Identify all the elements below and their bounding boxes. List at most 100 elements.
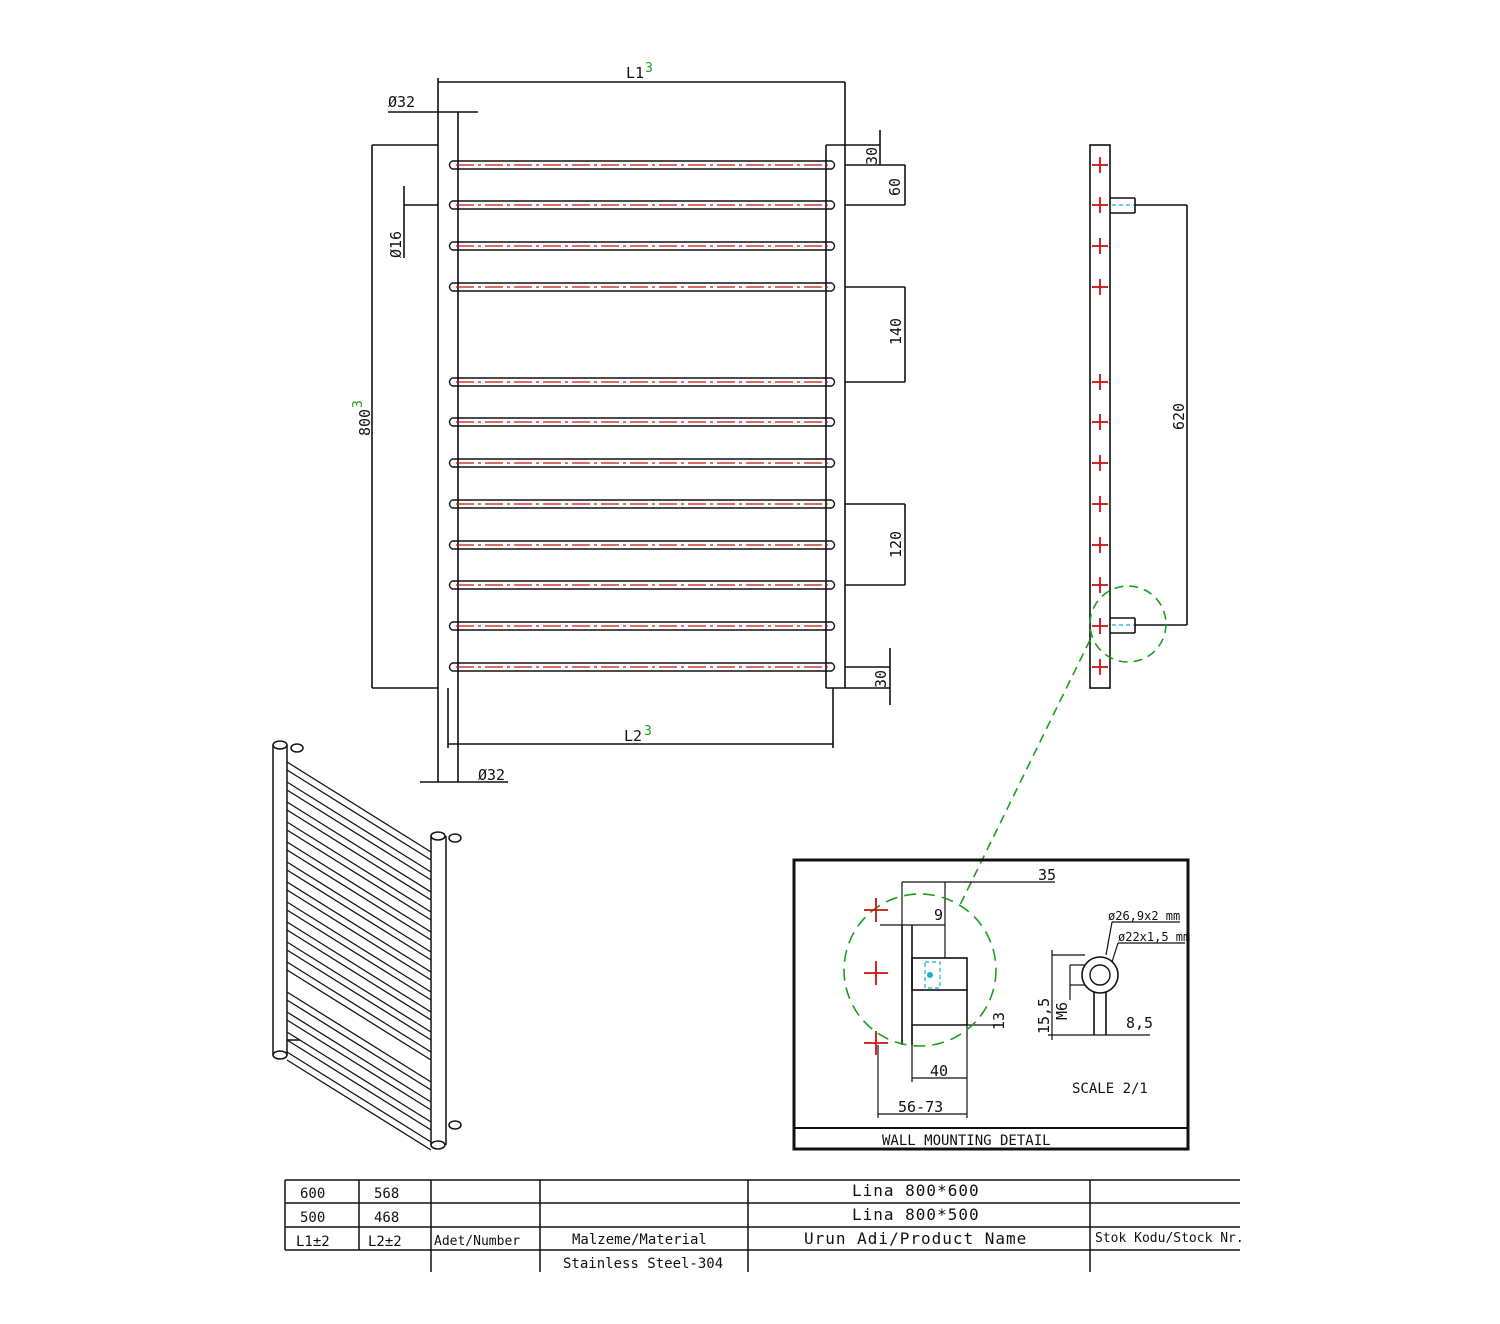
detail-dim-40: 40 xyxy=(930,1062,948,1080)
bar-center-mark xyxy=(1092,414,1108,430)
isometric-bar xyxy=(286,901,432,1001)
height-label: 800 xyxy=(356,409,374,436)
heating-bar xyxy=(448,662,836,672)
isometric-bar xyxy=(286,761,432,861)
material-value: Stainless Steel-304 xyxy=(563,1256,723,1272)
detail-labels: 35 9 13 40 56-73 15,5 M6 8,5 ø26,9x2 mm … xyxy=(882,866,1190,1149)
isometric-bar xyxy=(286,821,432,921)
heating-bar xyxy=(448,499,836,509)
detail-dim-13: 13 xyxy=(990,1012,1008,1030)
isometric-bar xyxy=(286,1031,432,1131)
isometric-bar xyxy=(286,801,432,901)
bar-diameter: Ø16 xyxy=(387,231,405,258)
detail-scale: SCALE 2/1 xyxy=(1072,1081,1148,1097)
gap-large: 140 xyxy=(887,318,905,345)
isometric-bar xyxy=(286,941,432,1041)
isometric-bar xyxy=(286,781,432,881)
detail-dim-m6: M6 xyxy=(1053,1002,1071,1020)
detail-title: WALL MOUNTING DETAIL xyxy=(882,1133,1051,1149)
detail-dim-8-5: 8,5 xyxy=(1126,1014,1153,1032)
bar-center-mark xyxy=(1092,455,1108,471)
isometric-bar xyxy=(286,961,432,1061)
bar-center-mark xyxy=(1092,659,1108,675)
heating-bar xyxy=(448,241,836,251)
bar-center-mark xyxy=(1092,618,1108,634)
detail-leader-line xyxy=(959,639,1091,906)
detail-callout xyxy=(959,585,1167,906)
detail-dim-15-5: 15,5 xyxy=(1035,998,1053,1034)
row2-product: Lina 800*500 xyxy=(852,1205,980,1224)
isometric-bar xyxy=(286,861,432,961)
detail-box xyxy=(792,858,1190,1151)
l1-label: L1 xyxy=(626,64,644,82)
isometric-bars xyxy=(286,761,432,1151)
detail-frame xyxy=(792,858,1190,1151)
bar-center-mark xyxy=(1092,537,1108,553)
isometric-bar xyxy=(286,1011,432,1111)
detail-pipe-inner: ø22x1,5 mm xyxy=(1118,930,1190,944)
side-pipe xyxy=(1089,144,1111,689)
header-number: Adet/Number xyxy=(434,1234,520,1249)
top-offset: 30 xyxy=(863,147,881,165)
heating-bar xyxy=(448,282,836,292)
heating-bar xyxy=(448,417,836,427)
isometric-view xyxy=(272,740,462,1150)
detail-pipe-outer: ø26,9x2 mm xyxy=(1108,909,1180,923)
detail-dim-35: 35 xyxy=(1038,866,1056,884)
bottom-pipe-diameter: Ø32 xyxy=(478,766,505,784)
top-pipe-diameter: Ø32 xyxy=(388,93,415,111)
heating-bar xyxy=(448,540,836,550)
bar-center-mark xyxy=(1092,374,1108,390)
side-view-bar-marks xyxy=(1092,157,1108,675)
gap-lower: 120 xyxy=(887,531,905,558)
heating-bar xyxy=(448,200,836,210)
l2-label: L2 xyxy=(624,727,642,745)
header-material: Malzeme/Material xyxy=(572,1232,707,1248)
detail-crosses xyxy=(864,898,888,1055)
row1-l1: 600 xyxy=(300,1186,325,1202)
side-view-hidden xyxy=(1112,204,1134,626)
bottom-offset: 30 xyxy=(872,670,890,688)
header-l1: L1±2 xyxy=(296,1234,330,1250)
side-view xyxy=(1089,144,1188,689)
height-tolerance: 3 xyxy=(351,400,366,408)
mount-distance: 620 xyxy=(1170,403,1188,430)
isometric-bar xyxy=(286,881,432,981)
isometric-bar xyxy=(286,841,432,941)
bar-center-mark xyxy=(1092,157,1108,173)
heating-bar xyxy=(448,377,836,387)
title-block xyxy=(284,1179,1240,1272)
title-block-text: 600 568 Lina 800*600 500 468 Lina 800*50… xyxy=(296,1181,1244,1272)
l2-tolerance: 3 xyxy=(644,724,652,739)
front-view-labels: L1 3 L2 3 Ø32 Ø32 800 3 Ø16 30 60 140 12… xyxy=(351,61,905,784)
row2-l2: 468 xyxy=(374,1210,399,1226)
detail-dim-56-73: 56-73 xyxy=(898,1098,943,1116)
bar-center-mark xyxy=(1092,496,1108,512)
front-view xyxy=(371,78,906,783)
front-view-bars xyxy=(448,160,836,672)
heating-bar xyxy=(448,580,836,590)
bar-center-mark xyxy=(1092,197,1108,213)
heating-bar xyxy=(448,621,836,631)
bar-center-mark xyxy=(1092,238,1108,254)
header-l2: L2±2 xyxy=(368,1234,402,1250)
header-product: Urun Adi/Product Name xyxy=(804,1229,1027,1248)
bar-pitch-top: 60 xyxy=(886,178,904,196)
detail-dim-9: 9 xyxy=(934,906,943,924)
isometric-bar xyxy=(286,1051,432,1151)
heating-bar xyxy=(448,458,836,468)
isometric-bar xyxy=(286,921,432,1021)
bar-center-mark xyxy=(1092,279,1108,295)
detail-callout-circle xyxy=(1089,585,1167,663)
detail-green-circle xyxy=(843,893,997,1047)
row1-product: Lina 800*600 xyxy=(852,1181,980,1200)
detail-hidden xyxy=(924,961,941,989)
l1-tolerance: 3 xyxy=(645,61,653,76)
row1-l2: 568 xyxy=(374,1186,399,1202)
bar-center-mark xyxy=(1092,577,1108,593)
isometric-bar xyxy=(286,991,432,1091)
row2-l1: 500 xyxy=(300,1210,325,1226)
header-stock: Stok Kodu/Stock Nr. xyxy=(1095,1231,1244,1246)
heating-bar xyxy=(448,160,836,170)
